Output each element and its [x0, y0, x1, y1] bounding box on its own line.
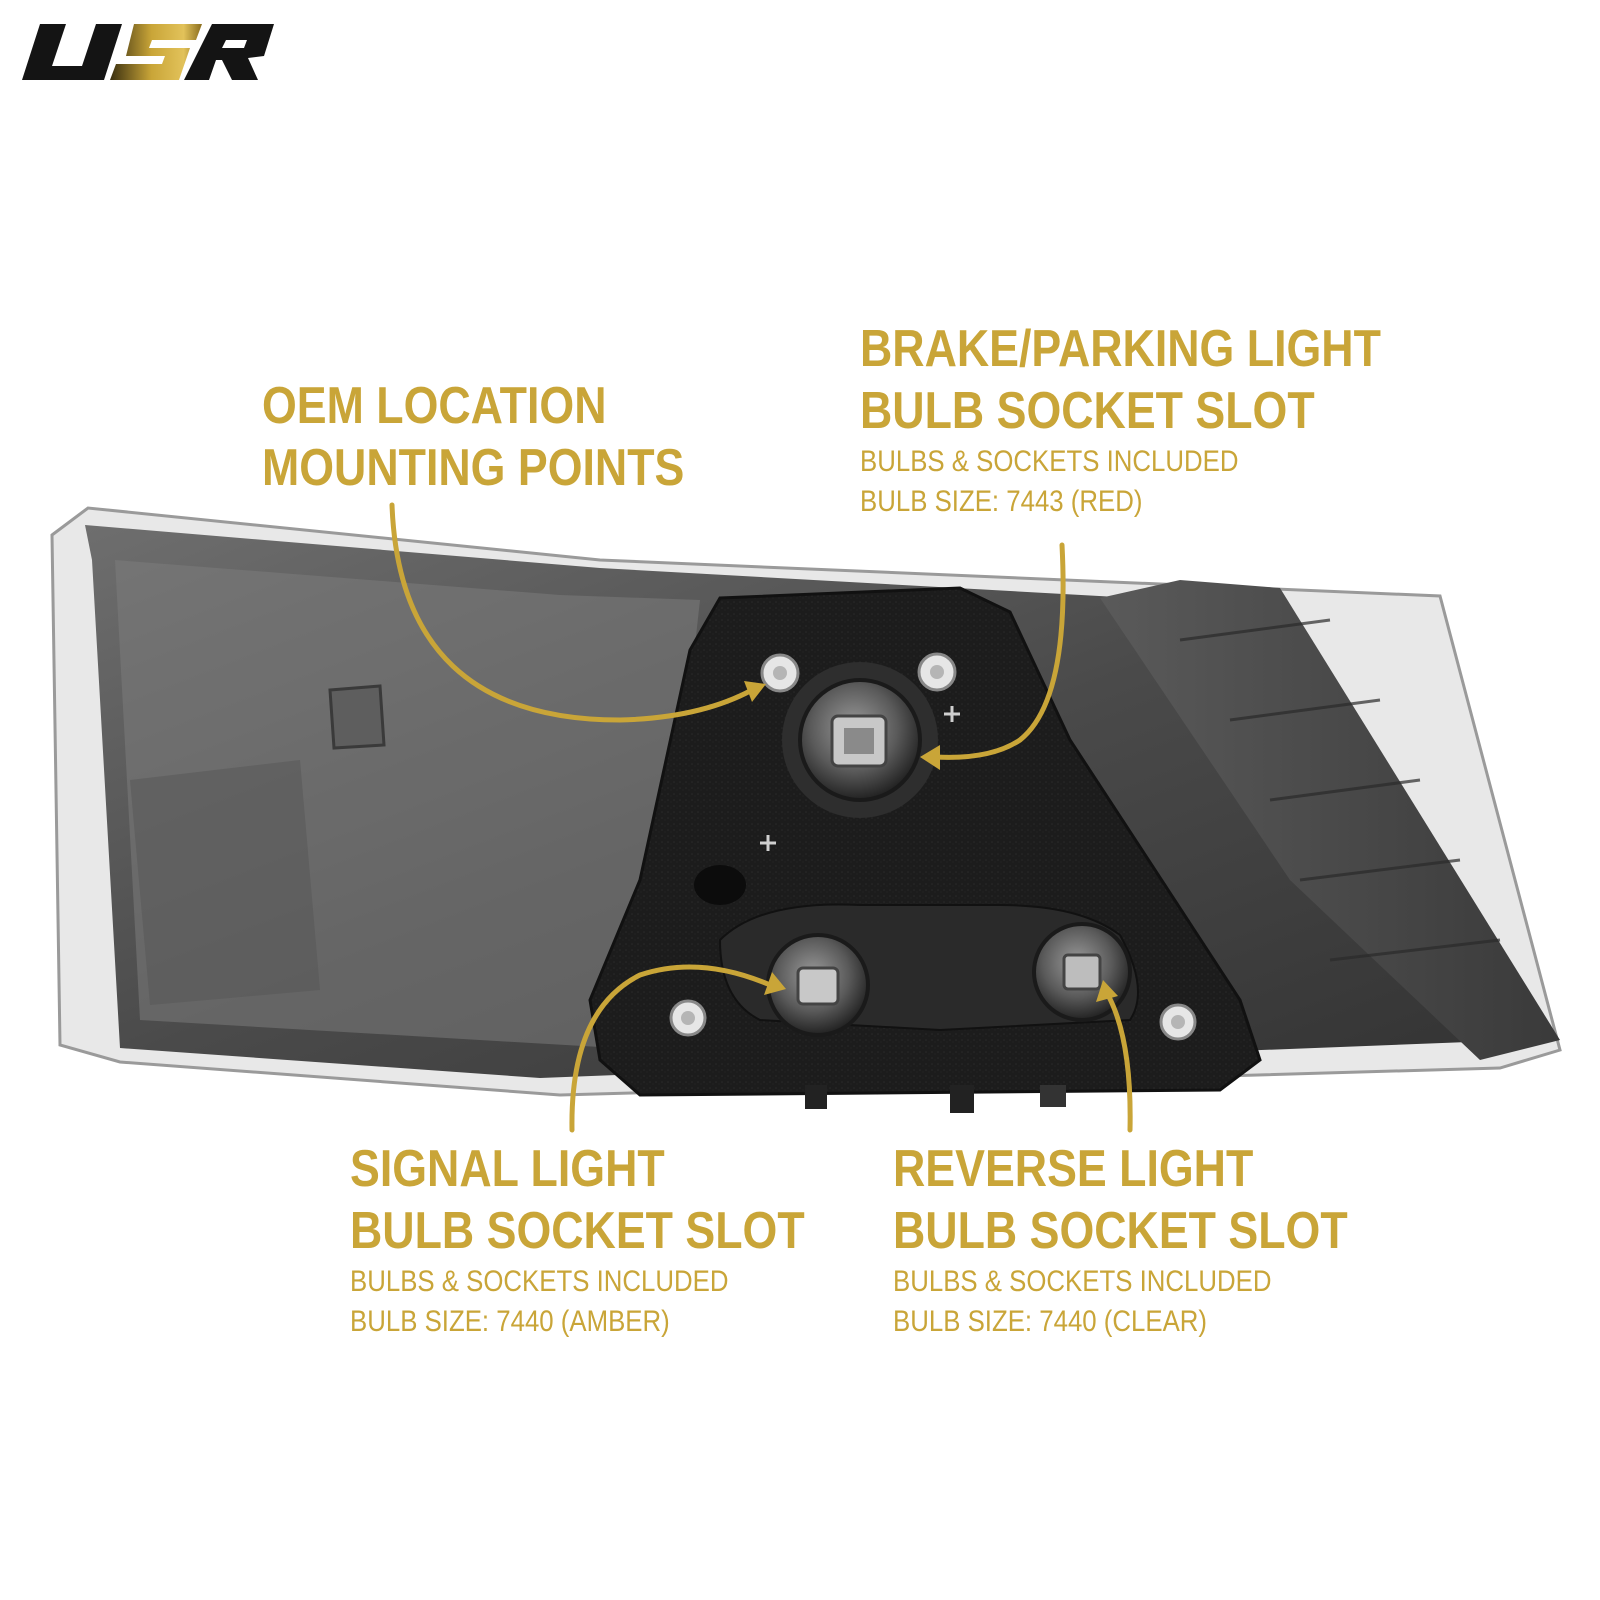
reverse-heading-line2: BULB SOCKET SLOT	[893, 1202, 1348, 1260]
signal-arrow	[569, 964, 773, 1133]
reverse-bulb-size: BULB SIZE: 7440 (CLEAR)	[893, 1305, 1208, 1338]
signal-heading-line2: BULB SOCKET SLOT	[350, 1202, 805, 1260]
oem-heading-line1: OEM LOCATION	[262, 377, 607, 435]
oem-heading-line2: MOUNTING POINTS	[262, 439, 685, 497]
signal-bulb-size: BULB SIZE: 7440 (AMBER)	[350, 1305, 670, 1338]
signal-heading-line1: SIGNAL LIGHT	[350, 1140, 665, 1198]
brake-heading-line2: BULB SOCKET SLOT	[860, 382, 1315, 440]
usr-logo-graphic	[22, 24, 274, 80]
reverse-sub-line1: BULBS & SOCKETS INCLUDED	[893, 1265, 1272, 1298]
oem-mounting-callout: OEM LOCATION MOUNTING POINTS	[262, 375, 753, 499]
signal-socket	[766, 933, 870, 1037]
signal-sub-line1: BULBS & SOCKETS INCLUDED	[350, 1265, 729, 1298]
reverse-socket-callout: REVERSE LIGHT BULB SOCKET SLOT BULBS & S…	[893, 1138, 1422, 1342]
brand-logo	[22, 18, 277, 88]
reverse-arrow	[1105, 992, 1133, 1133]
arrow-heads	[744, 681, 1118, 1002]
signal-socket-callout: SIGNAL LIGHT BULB SOCKET SLOT BULBS & SO…	[350, 1138, 879, 1342]
brake-socket	[782, 662, 938, 818]
brake-sub-line1: BULBS & SOCKETS INCLUDED	[860, 445, 1239, 478]
brake-arrow	[932, 542, 1066, 760]
oem-arrow	[389, 502, 755, 723]
right-section	[1100, 580, 1560, 1060]
brake-bulb-size: BULB SIZE: 7443 (RED)	[860, 485, 1143, 518]
brake-heading-line1: BRAKE/PARKING LIGHT	[860, 320, 1381, 378]
reverse-heading-line1: REVERSE LIGHT	[893, 1140, 1254, 1198]
mounting-pins	[669, 652, 1197, 1041]
callout-arrows	[389, 502, 1133, 1133]
brake-socket-callout: BRAKE/PARKING LIGHT BULB SOCKET SLOT BUL…	[860, 318, 1466, 522]
